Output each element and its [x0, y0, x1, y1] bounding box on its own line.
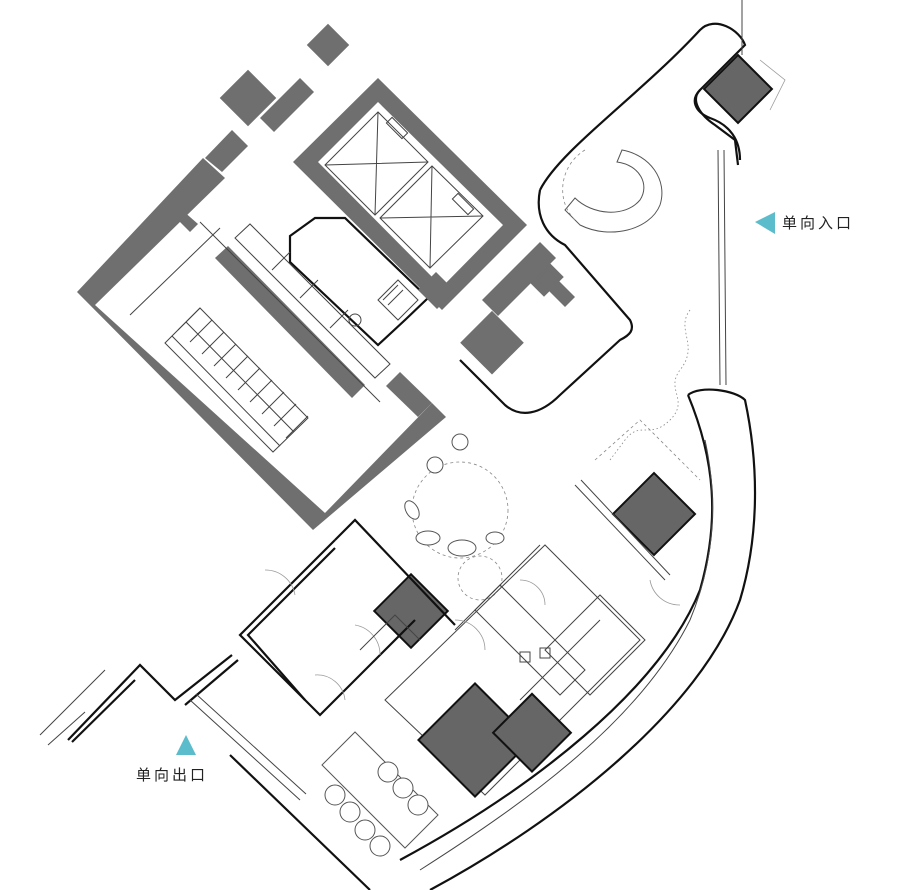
entrance-marker: 单向入口: [755, 212, 854, 234]
triangle-left-arrow-icon: [755, 212, 775, 234]
entrance-column: [702, 53, 774, 125]
column-center: [372, 572, 450, 650]
exit-label: 单向出口: [136, 766, 208, 784]
column-right: [611, 471, 697, 557]
entrance-label: 单向入口: [782, 214, 854, 232]
elevator-shaft-wall: [293, 78, 527, 310]
column-large: [417, 682, 533, 798]
entrance-zone: [459, 0, 786, 461]
rooms-block: [372, 471, 697, 798]
exit-zone: [39, 518, 456, 890]
lounge-seating: [404, 433, 509, 601]
triangle-up-arrow-icon: [176, 735, 196, 755]
exit-marker: 单向出口: [136, 735, 208, 784]
dining-table: [321, 731, 439, 857]
reception-desk: [564, 149, 663, 233]
curved-feature-wall: [399, 394, 714, 861]
column-medium: [491, 692, 573, 774]
core-block: [77, 23, 527, 530]
staircase: [164, 307, 309, 453]
stair-core-wall: [77, 158, 446, 530]
